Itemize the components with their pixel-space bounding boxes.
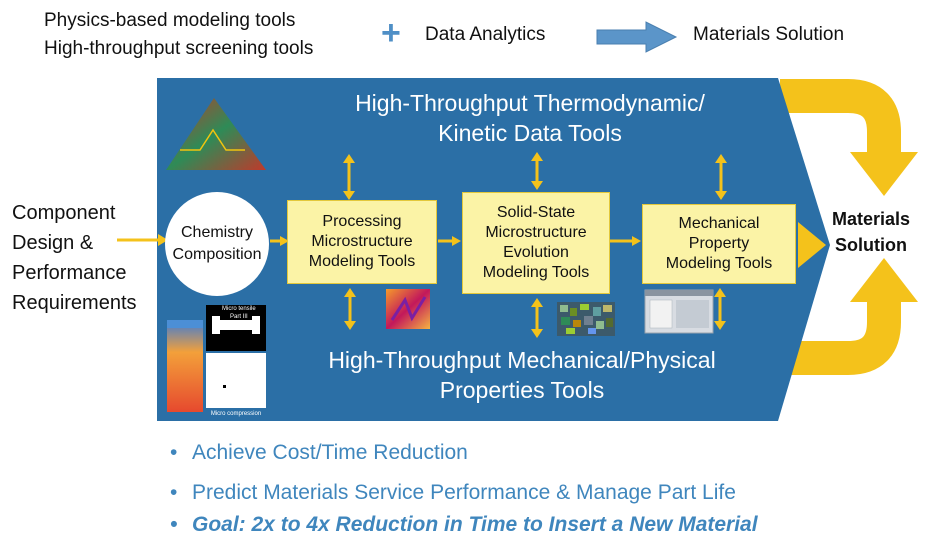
bullet-service-performance: •Predict Materials Service Performance &… (170, 481, 736, 504)
header-materials-solution: Materials Solution (693, 24, 845, 45)
output-arrowhead (798, 222, 826, 268)
solid-state-evolution-box: Solid-State Microstructure Evolution Mod… (462, 192, 610, 294)
chemistry-composition-node: Chemistry Composition (165, 192, 269, 296)
bullet-dot-icon: • (170, 481, 178, 504)
bullet-cost-time: •Achieve Cost/Time Reduction (170, 441, 468, 464)
bullet-dot-icon: • (170, 441, 178, 464)
upper-loop-arrowhead (850, 152, 918, 196)
input-arrowhead (158, 234, 168, 246)
lower-loop-arrowhead (850, 258, 918, 302)
heatmap-thumbnail (167, 320, 203, 412)
double-arrows-upper (343, 152, 727, 200)
micro-tensile-caption: Micro tensile (222, 306, 256, 312)
lower-loop-arrow (780, 298, 901, 375)
header-data-analytics: Data Analytics (425, 24, 546, 45)
micro-test-thumbnails (206, 305, 266, 408)
component-requirements-label: Component Design & Performance Requireme… (12, 202, 137, 314)
thermodynamic-tools-title: High-Throughput Thermodynamic/ Kinetic D… (355, 90, 705, 146)
part-caption: Part III (230, 314, 248, 320)
materials-solution-output: Materials Solution (832, 209, 911, 255)
micro-compression-caption: Micro compression (210, 411, 262, 417)
mechanical-physical-tools-title: High-Throughput Mechanical/Physical Prop… (328, 347, 716, 403)
double-arrows-lower (344, 288, 726, 338)
bullet-goal: •Goal: 2x to 4x Reduction in Time to Ins… (170, 513, 758, 536)
mechanical-property-thumbnail (644, 289, 714, 334)
bullet-dot-icon: • (170, 513, 178, 536)
processing-modeling-box: Processing Microstructure Modeling Tools (287, 200, 437, 284)
plus-icon: + (381, 14, 401, 52)
right-arrow-icon (596, 21, 678, 53)
upper-loop-arrow (780, 79, 901, 156)
mechanical-property-box: Mechanical Property Modeling Tools (642, 204, 796, 284)
header-line-screening: High-throughput screening tools (44, 38, 314, 59)
grain-structure-thumbnail (557, 302, 615, 336)
header-line-physics: Physics-based modeling tools (44, 10, 296, 31)
